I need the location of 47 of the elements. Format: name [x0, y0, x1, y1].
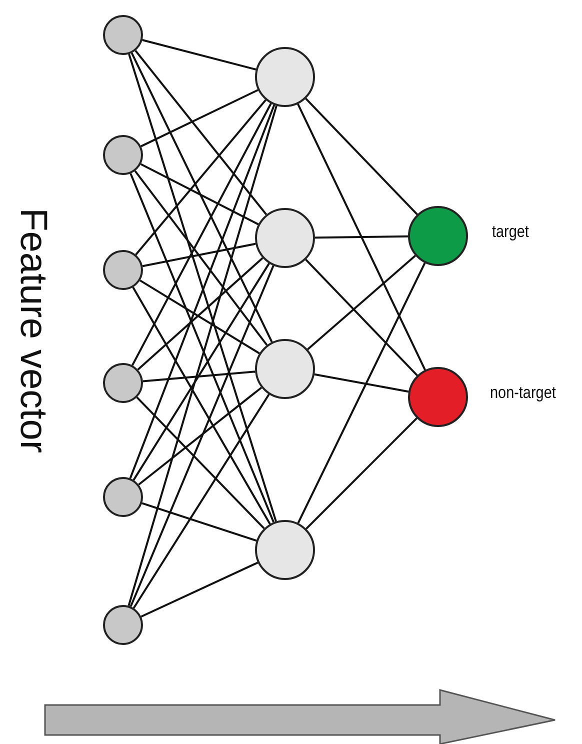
connection-line	[305, 258, 418, 376]
connection-line	[134, 50, 268, 216]
axis-label: Feature vector	[10, 208, 54, 452]
neuron-circle	[103, 477, 143, 517]
neuron-circle	[255, 47, 315, 107]
connection-line	[142, 242, 256, 268]
neuron-circle	[255, 520, 315, 580]
connection-line	[297, 104, 426, 370]
neuron-circle	[408, 367, 468, 427]
connection-line	[130, 52, 273, 342]
neuron-circle	[103, 250, 143, 290]
neuron-circle	[103, 605, 143, 645]
connection-line	[305, 98, 418, 216]
connection-line	[140, 89, 258, 148]
connection-line	[137, 257, 264, 370]
connection-line	[142, 370, 256, 382]
connection-line	[306, 254, 416, 350]
connection-line	[140, 562, 258, 618]
connection-line	[130, 173, 275, 523]
connection-line	[314, 373, 409, 393]
connection-line	[132, 262, 270, 481]
neuron-circle	[255, 339, 315, 399]
connection-line	[297, 262, 426, 524]
neuron-circle	[103, 15, 143, 55]
connection-line	[306, 418, 418, 530]
connection-line	[128, 105, 278, 606]
neuron-circle	[103, 363, 143, 403]
connection-line	[135, 99, 266, 256]
neuron-circle	[255, 208, 315, 268]
connection-line	[142, 39, 256, 70]
connection-line	[140, 163, 259, 226]
neuron-circle	[103, 135, 143, 175]
connection-line	[129, 104, 276, 479]
connection-line	[130, 265, 274, 607]
output-label: non-target	[490, 383, 556, 403]
connection-line	[136, 396, 265, 530]
connection-line	[134, 170, 268, 346]
connection-line	[132, 286, 271, 525]
connection-line	[128, 54, 277, 522]
connection-line	[142, 502, 257, 542]
connection-line	[314, 235, 408, 239]
connection-line	[140, 280, 260, 354]
neuron-circle	[408, 206, 468, 266]
output-label: target	[492, 222, 529, 242]
connection-line	[131, 103, 272, 366]
connection-line	[138, 386, 262, 486]
connection-line	[132, 394, 270, 609]
